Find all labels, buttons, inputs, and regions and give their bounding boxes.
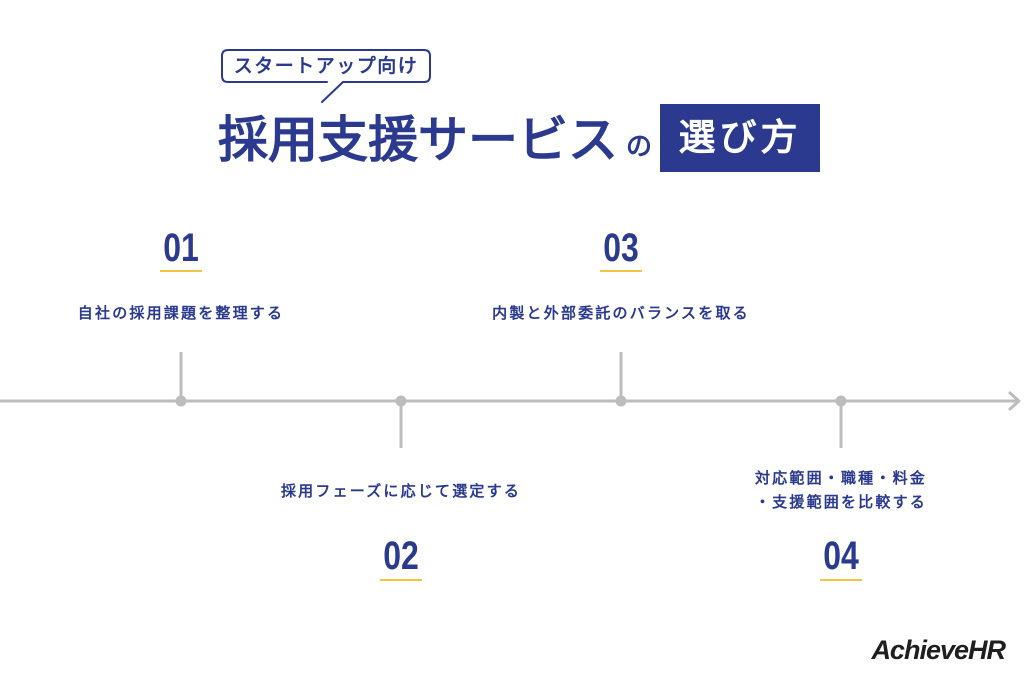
step-number-3: 03 xyxy=(603,226,639,270)
speech-bubble-outline xyxy=(221,49,431,103)
step-number-1: 01 xyxy=(163,226,199,270)
title-highlight-box: 選び方 xyxy=(660,104,820,172)
timeline-dot-4 xyxy=(835,395,847,407)
step-label-4: 対応範囲・職種・料金 ・支援範囲を比較する xyxy=(691,466,991,514)
step-number-2: 02 xyxy=(383,534,419,578)
timeline-dot-1 xyxy=(175,395,187,407)
step-label-3: 内製と外部委託のバランスを取る xyxy=(471,301,771,325)
title-particle: の xyxy=(626,132,653,162)
step-number-4: 04 xyxy=(823,534,859,578)
step-label-3-line-1: 内製と外部委託のバランスを取る xyxy=(492,304,750,322)
step-underline-1 xyxy=(160,270,202,272)
timeline-dot-2 xyxy=(395,395,407,407)
step-underline-3 xyxy=(600,270,642,272)
timeline-arrow-icon xyxy=(1008,391,1021,411)
speech-bubble-path xyxy=(221,49,431,103)
page-title: 採用支援サービス xyxy=(218,111,618,169)
step-label-1: 自社の採用課題を整理する xyxy=(31,301,331,325)
step-label-1-line-1: 自社の採用課題を整理する xyxy=(77,304,285,322)
title-highlight-text: 選び方 xyxy=(678,116,802,159)
step-label-2: 採用フェーズに応じて選定する xyxy=(251,479,551,503)
timeline-dot-3 xyxy=(615,395,627,407)
step-underline-4 xyxy=(820,579,862,581)
step-underline-2 xyxy=(380,579,422,581)
step-label-4-line-2: ・支援範囲を比較する xyxy=(754,493,927,511)
brand-logo: AchieveHR xyxy=(871,635,1006,665)
step-label-4-line-1: 対応範囲・職種・料金 xyxy=(754,469,927,487)
step-label-2-line-1: 採用フェーズに応じて選定する xyxy=(280,482,522,500)
audience-tag: スタートアップ向け xyxy=(233,55,419,77)
